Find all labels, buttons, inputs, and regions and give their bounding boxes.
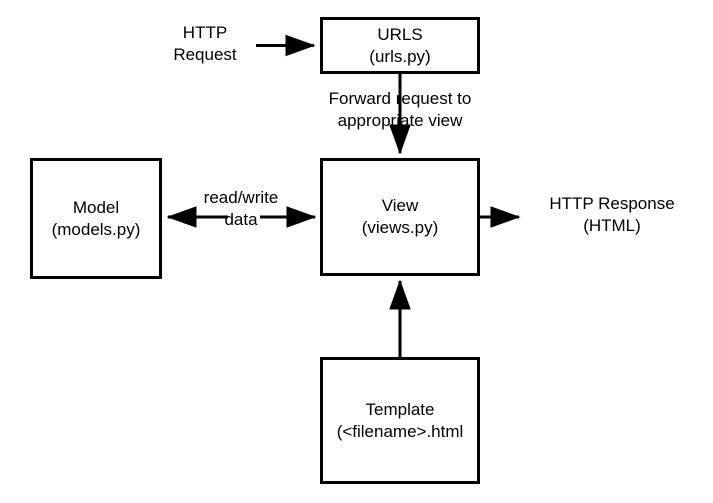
- node-view[interactable]: View (views.py): [320, 158, 480, 276]
- node-model-title: Model: [72, 197, 120, 217]
- node-view-file: (views.py): [361, 218, 439, 237]
- node-urls-title: URLS: [377, 24, 423, 44]
- label-http-response-line1: HTTP Response: [549, 194, 675, 213]
- node-urls-file: (urls.py): [369, 46, 431, 66]
- node-model-file: (models.py): [51, 219, 141, 239]
- label-forward-request-line1: Forward request to: [328, 89, 472, 108]
- label-http-response-line2: (HTML): [583, 215, 641, 235]
- node-urls[interactable]: URLS (urls.py): [320, 17, 480, 74]
- label-http-request-line1: HTTP: [182, 23, 228, 42]
- label-read-write-data: read/write data: [193, 187, 289, 231]
- node-view-title: View: [381, 196, 419, 216]
- label-read-write-data-line2: data: [224, 209, 258, 229]
- node-template-title: Template: [365, 399, 435, 419]
- node-template[interactable]: Template (<filename>.html: [320, 357, 480, 484]
- label-http-request-line2: Request: [173, 44, 237, 64]
- node-template-file: (<filename>.html: [336, 421, 464, 441]
- label-read-write-data-line1: read/write: [203, 188, 279, 207]
- node-model[interactable]: Model (models.py): [30, 158, 162, 279]
- label-forward-request: Forward request to appropriate view: [311, 88, 489, 132]
- label-forward-request-line2: appropriate view: [337, 110, 463, 130]
- label-http-response: HTTP Response (HTML): [527, 193, 697, 237]
- label-http-request: HTTP Request: [150, 22, 260, 66]
